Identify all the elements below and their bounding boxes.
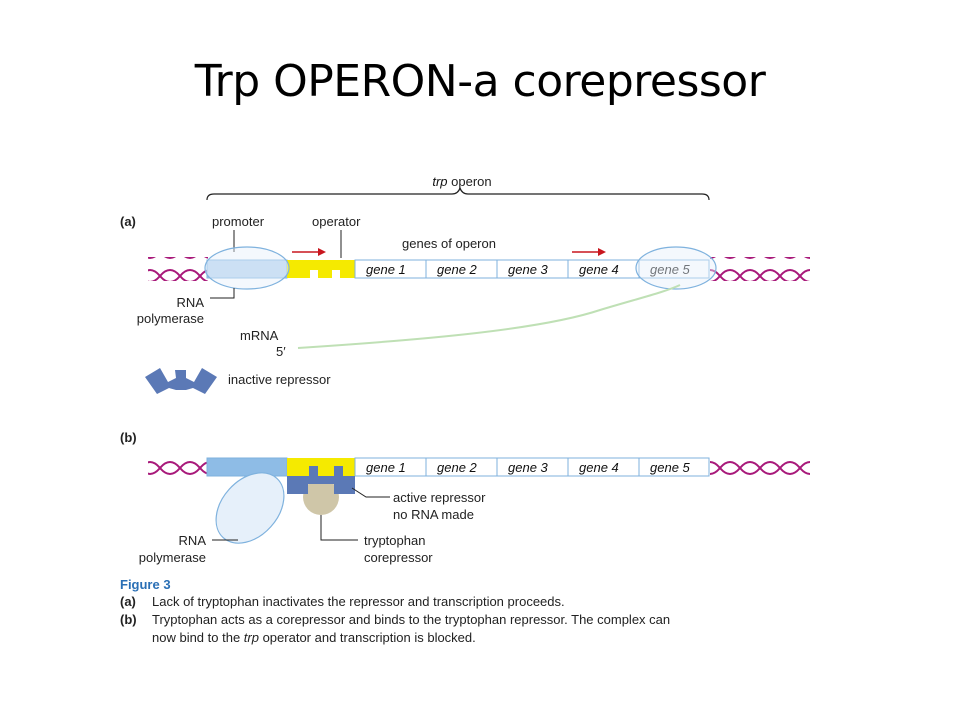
panel-a-label: (a) — [120, 214, 136, 229]
gene-1-label-a: gene 1 — [366, 262, 406, 277]
active-repressor-leader — [351, 487, 390, 498]
transcription-arrow-2 — [572, 248, 606, 256]
operator-label: operator — [312, 214, 361, 229]
rna-polymerase-b — [215, 472, 285, 544]
gene-5-label-b: gene 5 — [650, 460, 691, 475]
mrna-strand — [297, 284, 681, 349]
gene-4-label-a: gene 4 — [579, 262, 619, 277]
dna-strand-right-b — [710, 455, 810, 479]
gene-row-a: gene 1 gene 2 gene 3 gene 4 gene 5 — [354, 259, 710, 279]
slide-title: Trp OPERON-a corepressor — [194, 56, 766, 107]
dna-strand-left-b — [148, 455, 208, 479]
caption-a-label: (a) — [120, 594, 136, 609]
gene-5-label-a: gene 5 — [650, 262, 691, 277]
rna-polymerase-leader-a — [210, 288, 235, 299]
figure-caption-title: Figure 3 — [120, 577, 171, 592]
inactive-repressor-label: inactive repressor — [228, 372, 331, 387]
mrna-5prime-label: 5′ — [276, 344, 286, 359]
rna-polymerase-label-b-line2: polymerase — [139, 550, 206, 565]
dna-strand-left-a — [148, 257, 208, 281]
gene-row-b: gene 1 gene 2 gene 3 gene 4 gene 5 — [354, 457, 710, 477]
operon-label: trp operon — [432, 174, 491, 189]
gene-2-label-a: gene 2 — [437, 262, 478, 277]
tryptophan-leader — [320, 515, 358, 541]
rna-polymerase-label-a-line2: polymerase — [137, 311, 204, 326]
active-repressor-label-line1: active repressor — [393, 490, 486, 505]
active-repressor-shape — [287, 466, 355, 494]
caption-b-label: (b) — [120, 612, 137, 627]
operon-brace — [206, 186, 710, 201]
gene-3-label-a: gene 3 — [508, 262, 549, 277]
operator-region-b — [287, 458, 355, 476]
rna-polymerase-a-start — [204, 246, 290, 290]
dna-strand-right-a — [710, 257, 810, 281]
gene-3-label-b: gene 3 — [508, 460, 549, 475]
genes-of-operon-label: genes of operon — [402, 236, 496, 251]
inactive-repressor-shape — [145, 368, 217, 394]
transcription-arrow-1 — [292, 248, 326, 256]
tryptophan-label-line1: tryptophan — [364, 533, 425, 548]
active-repressor-label-line2: no RNA made — [393, 507, 474, 522]
promoter-region-b — [206, 457, 288, 477]
panel-b-label: (b) — [120, 430, 137, 445]
tryptophan-label-line2: corepressor — [364, 550, 433, 565]
caption-b-text-line2: now bind to the trp operator and transcr… — [152, 630, 476, 645]
gene-1-label-b: gene 1 — [366, 460, 406, 475]
operator-region-a — [287, 260, 355, 278]
caption-a-text: Lack of tryptophan inactivates the repre… — [152, 594, 565, 609]
gene-2-label-b: gene 2 — [437, 460, 478, 475]
rna-polymerase-a-end — [635, 246, 717, 290]
promoter-label: promoter — [212, 214, 265, 229]
mrna-label: mRNA — [240, 328, 279, 343]
gene-4-label-b: gene 4 — [579, 460, 619, 475]
rna-polymerase-label-b-line1: RNA — [179, 533, 207, 548]
tryptophan-corepressor — [303, 479, 339, 515]
rna-polymerase-label-a-line1: RNA — [177, 295, 205, 310]
caption-b-text-line1: Tryptophan acts as a corepressor and bin… — [152, 612, 670, 627]
